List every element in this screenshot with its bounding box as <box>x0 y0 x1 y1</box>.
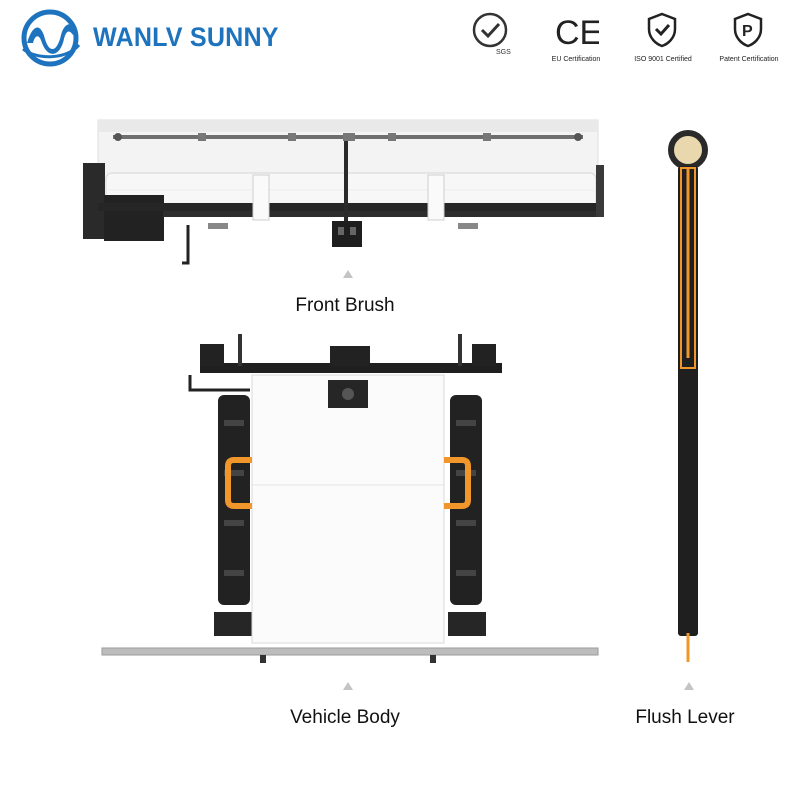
cert-label-patent: Patent Certification <box>719 56 779 63</box>
vehicle-body-image <box>101 334 599 663</box>
patent-badge-text: P <box>742 23 753 40</box>
cert-label-eu: EU Certification <box>551 56 601 63</box>
brand-name: WANLV SUNNY <box>93 22 279 52</box>
pointer-front-brush <box>343 270 353 278</box>
pointer-flush-lever <box>684 682 694 690</box>
front-brush-image <box>83 119 604 265</box>
patent-p-icon: P <box>733 12 763 48</box>
ce-mark-icon: CE <box>555 14 599 48</box>
caption-front-brush: Front Brush <box>295 295 395 316</box>
flush-lever-image <box>668 130 708 662</box>
ce-badge-text: CE <box>555 14 599 48</box>
pointer-vehicle-body <box>343 682 353 690</box>
sgs-badge-text: SGS <box>496 49 511 56</box>
caption-vehicle-body: Vehicle Body <box>290 707 400 728</box>
cert-label-iso: ISO 9001 Certified <box>634 56 692 63</box>
wave-w-logo-icon <box>21 9 81 67</box>
caption-flush-lever: Flush Lever <box>635 707 735 728</box>
sgs-check-icon: SGS <box>472 12 511 56</box>
shield-check-icon <box>647 12 677 48</box>
